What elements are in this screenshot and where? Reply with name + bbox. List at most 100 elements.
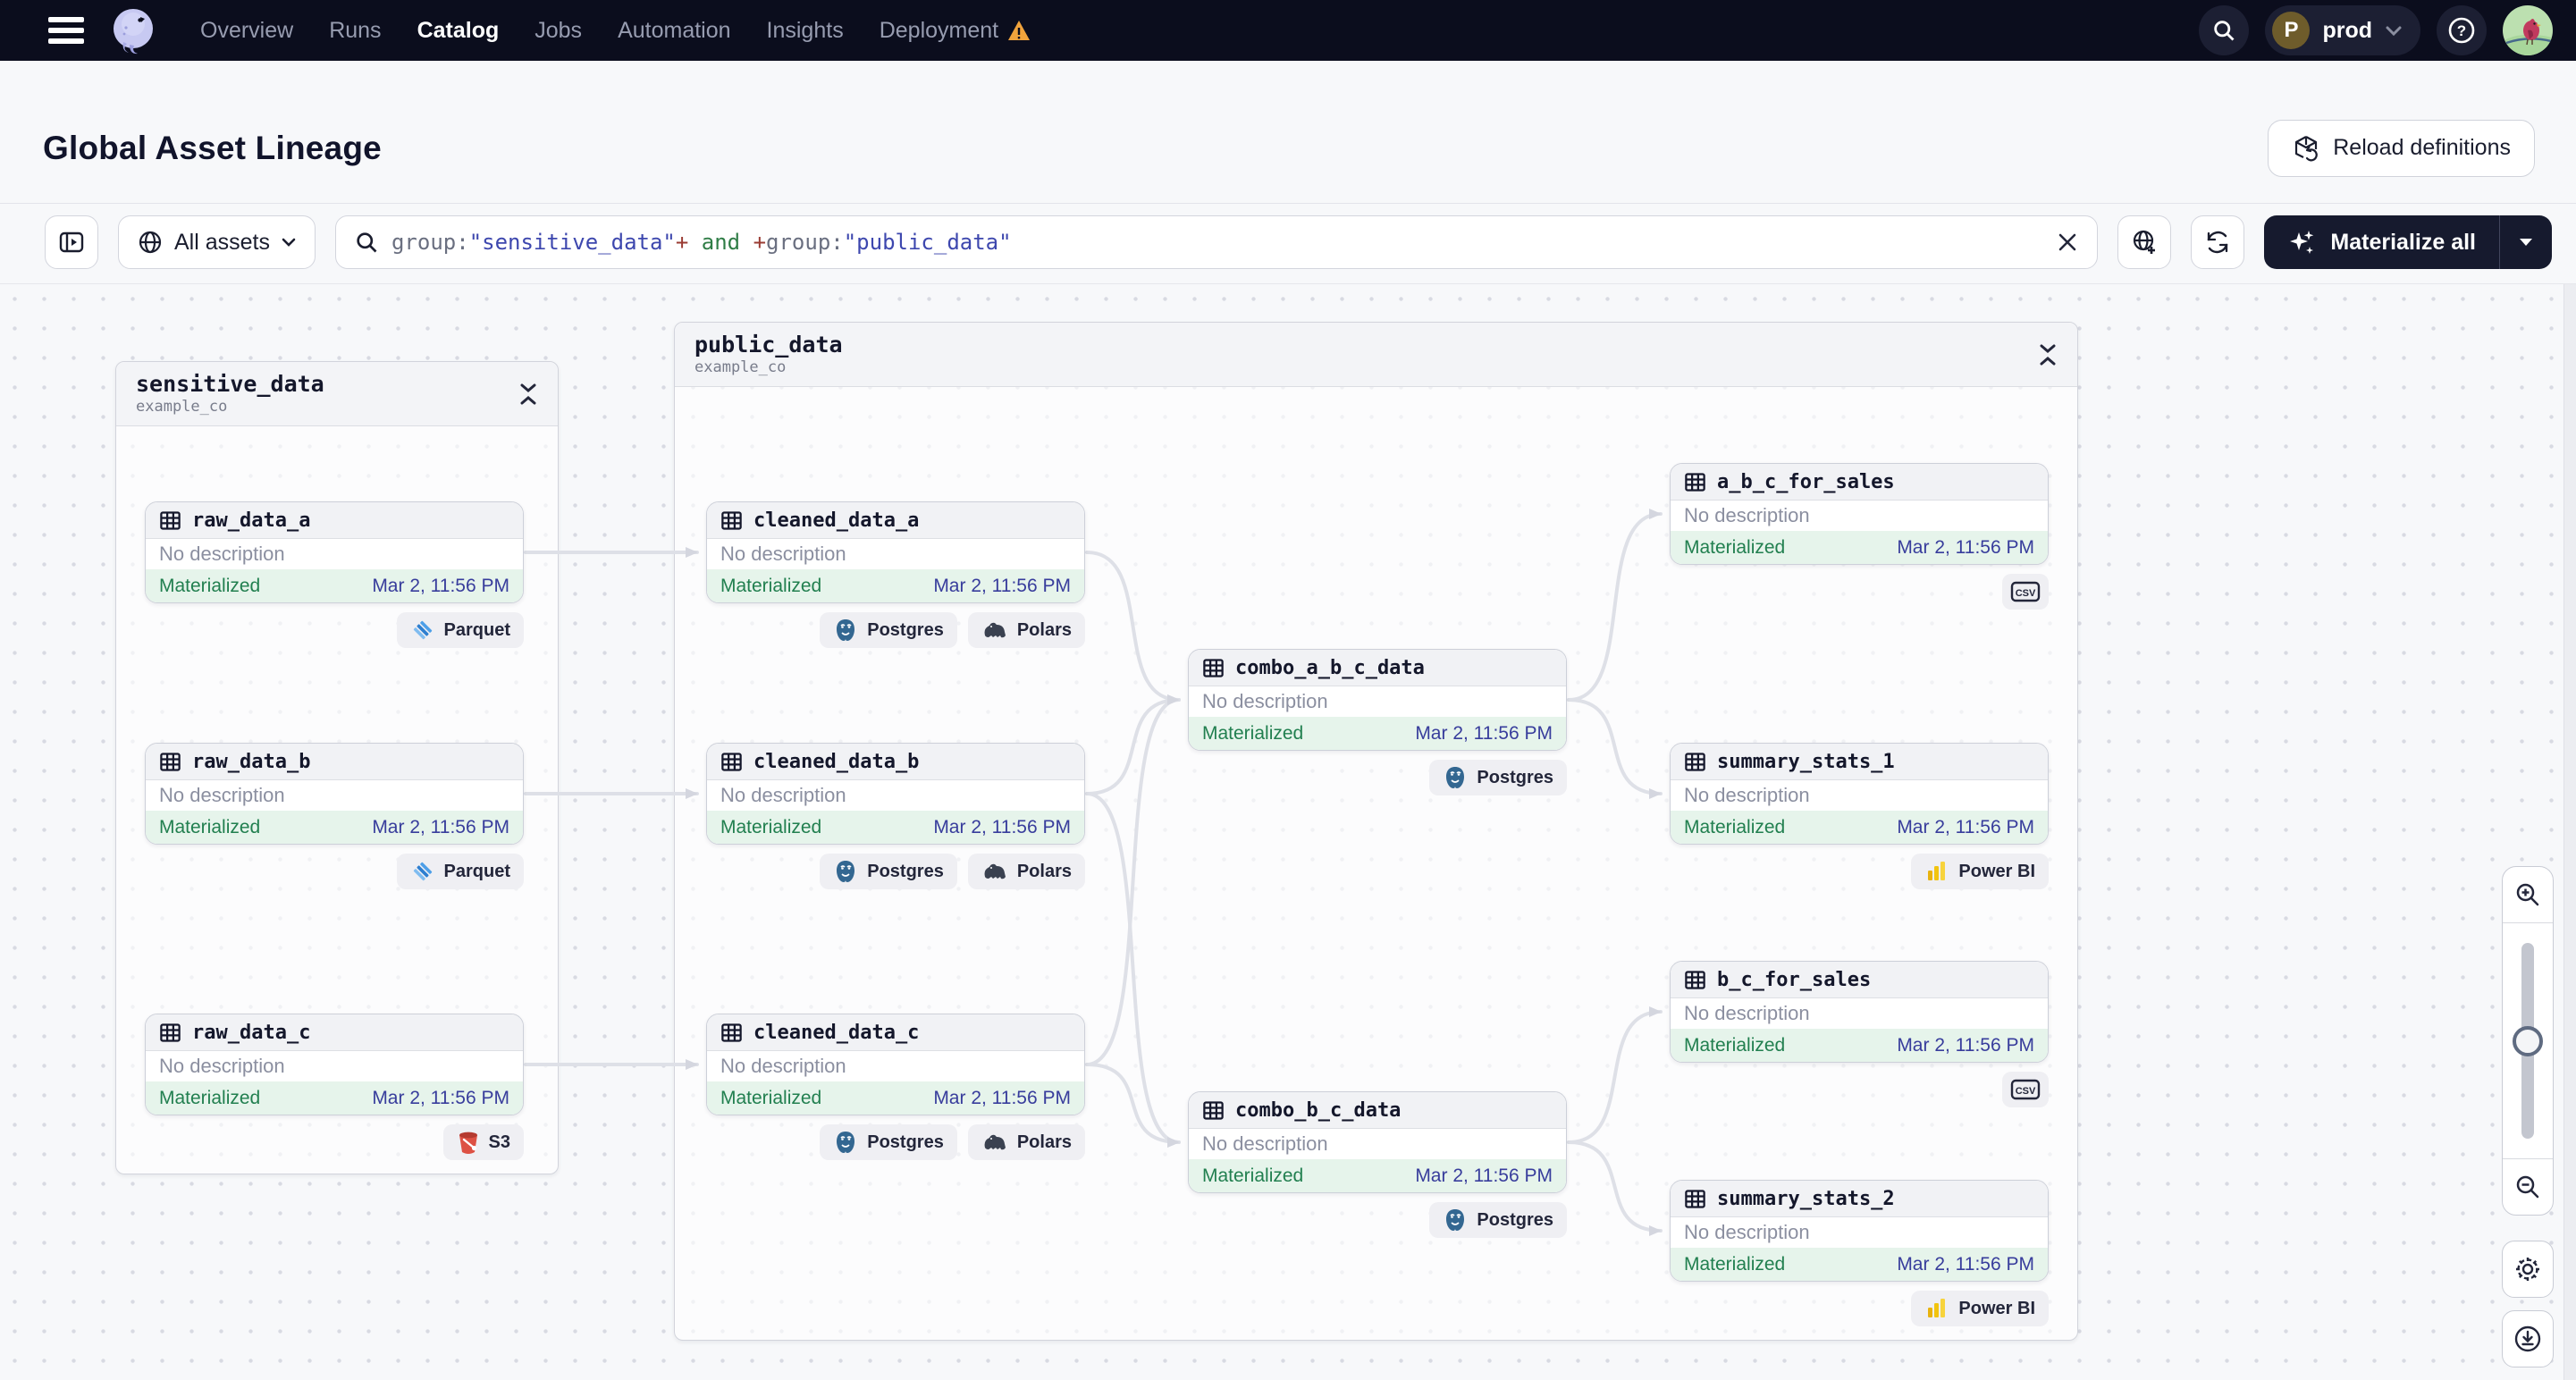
user-avatar[interactable] [2503,5,2553,55]
asset-scope-dropdown[interactable]: All assets [118,215,316,269]
zoom-slider[interactable] [2503,923,2553,1158]
nav-item-label: Runs [329,17,382,43]
nav-item-catalog[interactable]: Catalog [417,18,500,44]
avatar-bird-image [2503,5,2553,55]
kind-tag-label: Postgres [1477,1209,1553,1230]
materialize-all-button[interactable]: Materialize all [2264,215,2499,269]
zoom-slider-handle[interactable] [2513,1025,2543,1056]
reload-definitions-button[interactable]: Reload definitions [2268,119,2535,177]
kind-tag-label: Parquet [443,861,510,881]
kind-tag-parquet[interactable]: Parquet [396,612,524,648]
postgres-icon [1446,1209,1465,1231]
kind-tag-s3[interactable]: S3 [442,1124,524,1160]
hamburger-menu-icon[interactable] [48,17,84,44]
nav-item-automation[interactable]: Automation [618,18,730,44]
table-icon [1203,658,1224,677]
kind-tag-label: Power BI [1958,861,2035,881]
refresh-button[interactable] [2191,215,2245,269]
asset-name: summary_stats_1 [1717,750,1895,773]
nav-item-deployment[interactable]: Deployment [880,18,1031,44]
materialization-timestamp: Mar 2, 11:56 PM [372,575,509,596]
asset-name: summary_stats_2 [1717,1187,1895,1210]
nav-item-jobs[interactable]: Jobs [535,18,582,44]
kind-tag-label: Postgres [867,1132,944,1152]
zoom-in-icon [2516,883,2539,906]
zoom-in-button[interactable] [2503,867,2553,923]
query-segment-value: "sensitive_data" [468,230,676,255]
materialize-all-split-button: Materialize all [2264,215,2552,269]
kind-tag-csv[interactable]: CSV [2002,574,2049,610]
table-icon [160,510,181,530]
search-icon [2214,21,2235,41]
materialization-timestamp: Mar 2, 11:56 PM [1897,1253,2034,1275]
postgres-icon [837,619,855,641]
query-segment-key: group: [766,230,844,255]
kind-tag-postgres[interactable]: Postgres [820,854,957,889]
asset-selection-button[interactable] [2117,215,2172,269]
polars-icon [984,622,1006,638]
nav-item-insights[interactable]: Insights [767,18,844,44]
search-icon [357,232,377,253]
asset-search-input[interactable]: group:"sensitive_data"+ and +group:"publ… [334,215,2099,269]
materialization-timestamp: Mar 2, 11:56 PM [933,1087,1071,1108]
kind-tag-postgres[interactable]: Postgres [1429,1202,1567,1238]
reload-cube-icon [2295,135,2319,161]
nav-item-overview[interactable]: Overview [200,18,293,44]
kind-tag-parquet[interactable]: Parquet [396,854,524,889]
search-button[interactable] [2199,5,2250,55]
download-image-button[interactable] [2502,1310,2554,1367]
kind-tag-polars[interactable]: Polars [967,1124,1085,1160]
collapse-group-icon[interactable] [518,381,538,408]
kind-tag-power-bi[interactable]: Power BI [1911,1291,2049,1326]
table-icon [1685,472,1705,492]
materialization-status: Materialized [1684,1034,1786,1056]
asset-description: No description [1202,1132,1328,1155]
graph-settings-button[interactable] [2502,1241,2554,1298]
materialization-timestamp: Mar 2, 11:56 PM [1897,536,2034,558]
collapse-group-button[interactable] [2038,341,2058,368]
vertical-scrollbar[interactable] [2563,284,2576,1380]
dagster-logo[interactable] [107,4,159,56]
nav-item-runs[interactable]: Runs [329,18,381,44]
table-icon [1203,1100,1224,1120]
asset-name: cleaned_data_c [753,1021,920,1044]
asset-name: raw_data_b [192,750,311,773]
kind-tag-postgres[interactable]: Postgres [1429,760,1567,795]
materialization-timestamp: Mar 2, 11:56 PM [372,1087,509,1108]
open-sidebar-button[interactable] [45,215,98,269]
clear-search-icon[interactable] [2056,231,2079,254]
query-segment-bool: and [688,230,753,255]
kind-tag-label: Parquet [443,619,510,640]
collapse-group-icon[interactable] [2038,341,2058,368]
kind-tag-postgres[interactable]: Postgres [820,612,957,648]
materialize-options-button[interactable] [2500,215,2552,269]
zoom-out-button[interactable] [2503,1158,2553,1215]
kind-tag-polars[interactable]: Polars [967,612,1085,648]
help-button[interactable]: ? [2437,5,2487,55]
kind-tag-power-bi[interactable]: Power BI [1911,854,2049,889]
globe-icon [139,231,162,254]
kind-tag-polars[interactable]: Polars [967,854,1085,889]
kind-tag-postgres[interactable]: Postgres [820,1124,957,1160]
kind-tag-csv[interactable]: CSV [2002,1072,2049,1107]
deployment-switcher[interactable]: P prod [2265,5,2420,55]
asset-node-header: combo_a_b_c_data [1189,650,1566,686]
collapse-group-button[interactable] [518,381,538,408]
